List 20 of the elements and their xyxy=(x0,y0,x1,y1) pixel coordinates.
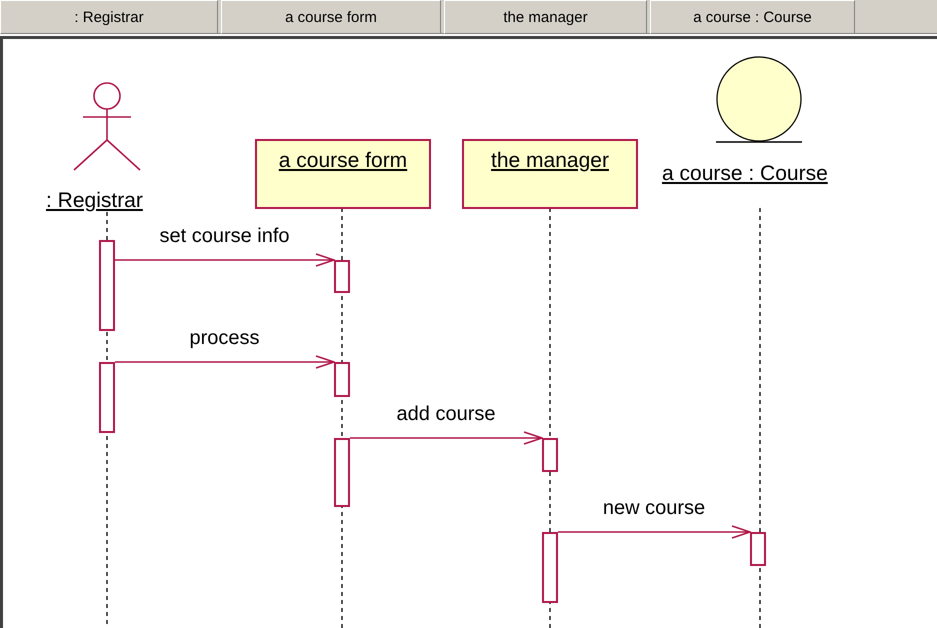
actor-name: : Registrar xyxy=(46,189,143,213)
message-arrow xyxy=(115,253,335,267)
object-box: a course form xyxy=(255,139,431,209)
object-box: the manager xyxy=(462,139,638,209)
activation-bar xyxy=(750,532,766,566)
activation-bar xyxy=(542,438,558,472)
activation-bar xyxy=(334,260,350,293)
column-tab: the manager xyxy=(444,0,647,34)
activation-bar xyxy=(542,532,558,603)
activation-bar xyxy=(99,240,115,331)
activation-bar xyxy=(99,362,115,433)
activation-bar xyxy=(334,362,350,397)
column-tab: a course form xyxy=(221,0,441,34)
message-arrow xyxy=(350,431,543,445)
entity-name: a course : Course xyxy=(662,162,828,186)
message-arrow xyxy=(558,525,751,539)
column-tab: : Registrar xyxy=(0,0,218,34)
column-tab: a course : Course xyxy=(650,0,855,34)
activation-bar xyxy=(334,438,350,507)
message-arrow xyxy=(115,355,335,369)
